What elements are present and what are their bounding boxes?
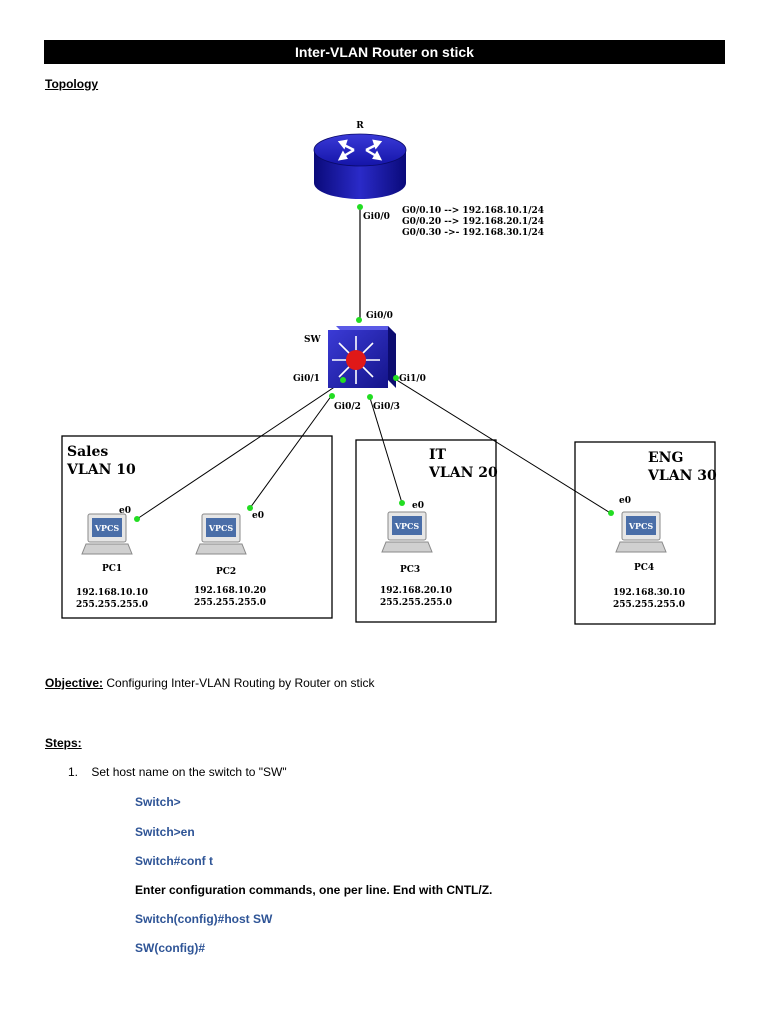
pc-iface: e0 bbox=[119, 506, 131, 516]
pc-mask: 255.255.255.0 bbox=[613, 600, 685, 610]
pc-icon: VPCS bbox=[81, 513, 133, 555]
page-title: Inter-VLAN Router on stick bbox=[44, 40, 725, 64]
router-port-label: Gi0/0 bbox=[363, 212, 390, 222]
link-sw-pc4 bbox=[394, 378, 613, 515]
command-line: Switch(config)#host SW bbox=[135, 912, 273, 926]
vlan-id: VLAN 30 bbox=[647, 468, 717, 484]
vlan-name: IT bbox=[429, 447, 447, 463]
router-label: R bbox=[356, 121, 364, 131]
step-number: 1. bbox=[68, 765, 79, 779]
link-sw-pc2 bbox=[249, 394, 333, 509]
switch-port-label: Gi0/0 bbox=[366, 311, 393, 321]
pc-name: PC3 bbox=[400, 565, 420, 575]
pc-icon: VPCS bbox=[195, 513, 247, 555]
step-text: Set host name on the switch to "SW" bbox=[91, 765, 287, 779]
step-item: 1. Set host name on the switch to "SW" bbox=[68, 765, 287, 779]
switch-port-dot bbox=[367, 394, 373, 400]
pc-ip: 192.168.10.10 bbox=[76, 588, 148, 598]
vlan-box-eng bbox=[574, 441, 716, 625]
router-icon bbox=[313, 133, 407, 199]
pc-ip: 192.168.10.20 bbox=[194, 586, 266, 596]
switch-port-dot bbox=[329, 393, 335, 399]
vlan-id: VLAN 20 bbox=[428, 465, 498, 481]
svg-text:VPCS: VPCS bbox=[208, 523, 234, 533]
pc-iface: e0 bbox=[252, 511, 264, 521]
router-port-dot bbox=[357, 204, 363, 210]
pc-mask: 255.255.255.0 bbox=[380, 598, 452, 608]
command-line: Switch> bbox=[135, 795, 181, 809]
vlan-name: ENG bbox=[648, 450, 683, 466]
pc-iface: e0 bbox=[412, 501, 424, 511]
switch-port-label: Gi0/3 bbox=[373, 402, 400, 412]
pc-iface: e0 bbox=[619, 496, 631, 506]
command-line: Switch>en bbox=[135, 825, 195, 839]
vlan-box-sales bbox=[61, 435, 333, 619]
switch-port-dot bbox=[340, 377, 346, 383]
command-output: Enter configuration commands, one per li… bbox=[135, 883, 493, 897]
objective: Objective: Configuring Inter-VLAN Routin… bbox=[45, 676, 375, 690]
switch-port-label: Gi1/0 bbox=[399, 374, 426, 384]
pc-icon: VPCS bbox=[615, 511, 667, 553]
subinterface-line: G0/0.20 --> 192.168.20.1/24 bbox=[402, 217, 544, 227]
link-sw-pc3 bbox=[369, 397, 403, 504]
objective-text: Configuring Inter-VLAN Routing by Router… bbox=[103, 676, 375, 690]
topology-heading: Topology bbox=[45, 77, 99, 91]
pc-mask: 255.255.255.0 bbox=[76, 600, 148, 610]
vlan-id: VLAN 10 bbox=[66, 462, 136, 478]
multilayer-switch-icon bbox=[328, 326, 396, 388]
switch-port-dot bbox=[356, 317, 362, 323]
pc-name: PC2 bbox=[216, 567, 236, 577]
vlan-name: Sales bbox=[67, 444, 108, 460]
steps-heading: Steps: bbox=[45, 736, 82, 750]
svg-text:VPCS: VPCS bbox=[628, 521, 654, 531]
vlan-box-it bbox=[355, 439, 497, 623]
pc-mask: 255.255.255.0 bbox=[194, 598, 266, 608]
pc-ip: 192.168.30.10 bbox=[613, 588, 685, 598]
svg-text:VPCS: VPCS bbox=[94, 523, 120, 533]
link-sw-pc1 bbox=[136, 379, 346, 520]
switch-label: SW bbox=[304, 335, 321, 345]
topology-diagram: R Gi0/0 G0/0.10 --> 192.168.10.1/24 G0/0… bbox=[61, 121, 717, 625]
command-line: Switch#conf t bbox=[135, 854, 214, 868]
subinterface-line: G0/0.10 --> 192.168.10.1/24 bbox=[402, 206, 544, 216]
objective-label: Objective: bbox=[45, 676, 104, 690]
command-line: SW(config)# bbox=[135, 941, 205, 955]
switch-port-label: Gi0/2 bbox=[334, 402, 361, 412]
switch-port-label: Gi0/1 bbox=[293, 374, 320, 384]
pc-name: PC1 bbox=[102, 564, 122, 574]
svg-text:VPCS: VPCS bbox=[394, 521, 420, 531]
switch-port-dot bbox=[393, 375, 399, 381]
pc-ip: 192.168.20.10 bbox=[380, 586, 452, 596]
pc-icon: VPCS bbox=[381, 511, 433, 553]
pc-name: PC4 bbox=[634, 563, 654, 573]
subinterface-line: G0/0.30 ->- 192.168.30.1/24 bbox=[402, 228, 544, 238]
